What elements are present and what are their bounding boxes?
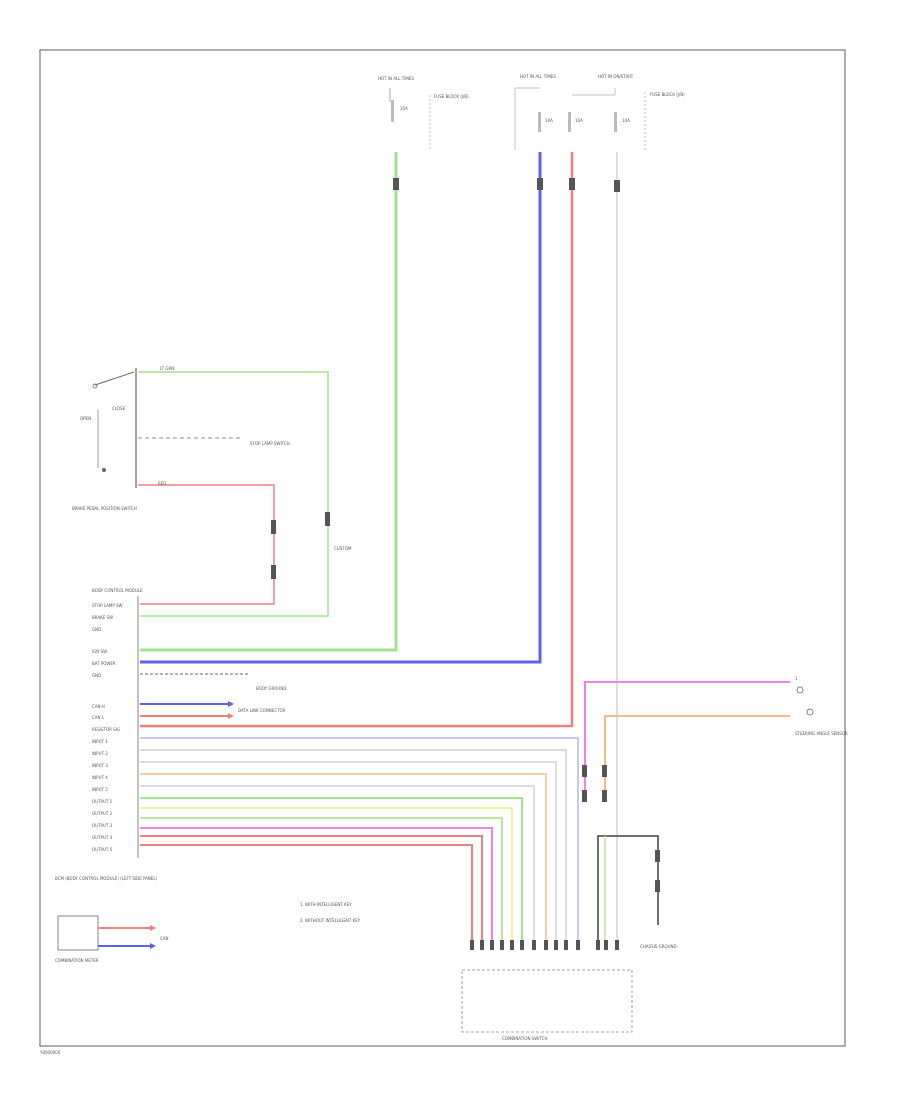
pin-label: CAN H	[92, 704, 105, 709]
pin-label: GND	[92, 627, 101, 632]
wire-signal-yellow	[140, 807, 513, 940]
page-code: Y0000000	[39, 1050, 61, 1055]
combination-switch: COMBINATION SWITCH	[461, 940, 633, 1041]
main-wires	[140, 152, 620, 940]
pin-label: INPUT 3	[92, 763, 108, 768]
wire-red-brake	[138, 484, 275, 605]
wire-signal-orange	[140, 773, 547, 940]
meter-can-label: CAN	[160, 936, 169, 941]
pin-label: INPUT 4	[92, 775, 108, 780]
wire-signal-gray3	[140, 785, 535, 940]
wire-signal-gray2	[140, 761, 557, 940]
pin-label: OUTPUT 2	[92, 811, 113, 816]
wire-signal-lightblue	[140, 737, 579, 940]
pin-label: CAN L	[92, 715, 105, 720]
wire-red-label: RED	[158, 481, 166, 486]
combination-meter: CAN COMBINATION METER	[55, 915, 169, 963]
wire-signal-green2	[140, 817, 503, 940]
bcm-block: BODY CONTROL MODULE STOP LAMP SW BRAKE S…	[55, 588, 158, 881]
wire-darkgray-ground	[597, 835, 659, 940]
key-note-2: 2. WITHOUT INTELLIGENT KEY	[300, 918, 361, 923]
pin-label: STOP LAMP SW	[92, 603, 123, 608]
pin-label: RESISTOR SIG	[92, 727, 120, 732]
stop-lamp-label: STOP LAMP SWITCH	[250, 441, 290, 446]
pin-label: OUTPUT 5	[92, 847, 113, 852]
pin-label: OUTPUT 1	[92, 799, 113, 804]
wire-blue-battery	[140, 152, 542, 664]
data-link-label: DATA LINK CONNECTOR	[238, 708, 286, 713]
combination-meter-label: COMBINATION METER	[55, 958, 99, 963]
brake-switch-state: OPEN	[80, 416, 91, 421]
wire-orange-sensor	[604, 715, 790, 800]
pin-label: OUTPUT 3	[92, 823, 113, 828]
pin-label: IGN SW	[92, 649, 107, 654]
key-note-1: 1. WITH INTELLIGENT KEY	[300, 902, 352, 907]
steering-angle-label: STEERING ANGLE SENSOR	[795, 731, 848, 736]
bcm-signal-wires: BODY GROUND DATA LINK CONNECTOR	[140, 673, 579, 940]
pin-label: INPUT 2	[92, 751, 108, 756]
wire-lt-green-label: LT GRN	[160, 366, 174, 371]
bcm-header: BODY CONTROL MODULE	[92, 588, 143, 593]
connector-ref-1: CUSTOM	[334, 546, 352, 551]
pin-label: BAT POWER	[92, 661, 116, 666]
wire-lt-green-brake	[138, 371, 329, 617]
steering-sensor-section: 1 STEERING ANGLE SENSOR CHASSIS GROUND	[582, 676, 848, 949]
combination-switch-label: COMBINATION SWITCH	[502, 1036, 547, 1041]
brake-switch-state-2: CLOSE	[112, 406, 126, 411]
top-fuse-3-label: HOT IN ON/START	[598, 74, 634, 79]
fuse-3-rating: 10A	[575, 118, 583, 123]
wire-signal-pink	[140, 827, 493, 940]
brake-switch-section: OPEN CLOSE BRAKE PEDAL POSITION SWITCH L…	[72, 366, 352, 617]
pin-label: OUTPUT 4	[92, 835, 113, 840]
bcm-pin-labels: STOP LAMP SW BRAKE SW GND IGN SW BAT POW…	[92, 603, 123, 852]
fuse-box-2-label: FUSE BLOCK (J/B)	[650, 92, 685, 97]
power-supply-section: HOT IN ALL TIMES 10A FUSE BLOCK (J/B) HO…	[378, 74, 685, 150]
top-fuse-1-label: HOT IN ALL TIMES	[378, 76, 414, 81]
fuse-box-1-label: FUSE BLOCK (J/B)	[434, 94, 469, 99]
wire-green-ignition	[140, 152, 398, 652]
pin-label: BRAKE SW	[92, 615, 113, 620]
wire-signal-red1	[140, 835, 483, 940]
chassis-ground-label: CHASSIS GROUND	[640, 944, 677, 949]
sensor-pin-label: 1	[795, 676, 798, 681]
bcm-name-label: BCM (BODY CONTROL MODULE) (LEFT SIDE PAN…	[55, 876, 158, 881]
fuse-4-rating: 10A	[622, 118, 630, 123]
top-fuse-2-label: HOT IN ALL TIMES	[520, 74, 556, 79]
diagram-frame	[39, 49, 846, 1047]
wire-pink-sensor	[584, 681, 790, 800]
body-ground-label: BODY GROUND	[256, 686, 286, 691]
wire-signal-red2	[140, 844, 473, 940]
pin-label: GND	[92, 673, 101, 678]
combination-switch-pins	[470, 940, 619, 950]
fuse-2-rating: 10A	[545, 118, 553, 123]
fuse-1-rating: 10A	[400, 106, 408, 111]
pin-label: INPUT 5	[92, 787, 108, 792]
wire-signal-green1	[140, 797, 523, 940]
wire-red-feed	[140, 152, 574, 728]
wire-signal-gray1	[140, 749, 567, 940]
pin-label: INPUT 1	[92, 739, 108, 744]
brake-switch-label: BRAKE PEDAL POSITION SWITCH	[72, 506, 137, 511]
